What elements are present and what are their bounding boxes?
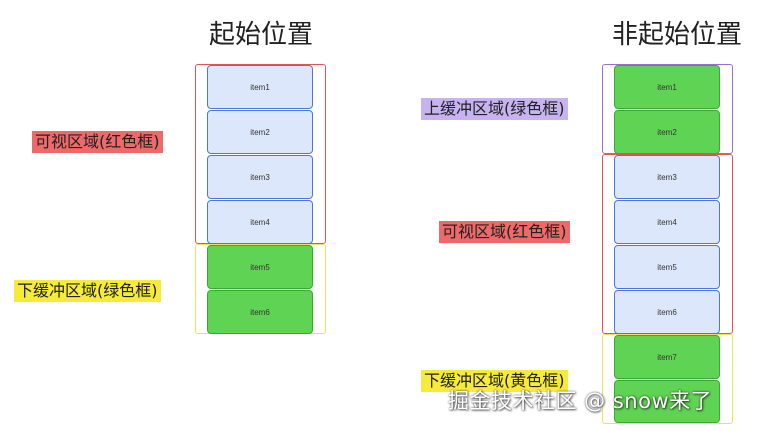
left-item-1: item1: [207, 65, 313, 109]
right-lower-buffer-frame: [602, 334, 733, 424]
right-item-3: item3: [614, 155, 720, 199]
left-item-6: item6: [207, 290, 313, 334]
watermark: 掘金技术社区 @ snow来了: [448, 389, 713, 413]
right-item-1: item1: [614, 65, 720, 109]
right-item-4: item4: [614, 200, 720, 244]
right-lower-buffer-label: 下缓冲区域(黄色框): [421, 370, 568, 392]
right-item-8-partial: [614, 380, 720, 423]
left-item-4: item4: [207, 200, 313, 244]
right-item-6: item6: [614, 290, 720, 334]
left-item-5: item5: [207, 245, 313, 289]
right-item-5: item5: [614, 245, 720, 289]
left-item-3: item3: [207, 155, 313, 199]
left-visible-label: 可视区域(红色框): [32, 131, 163, 153]
right-title: 非起始位置: [611, 20, 743, 50]
left-title: 起始位置: [208, 20, 314, 50]
right-item-2: item2: [614, 110, 720, 154]
right-upper-buffer-label: 上缓冲区域(绿色框): [421, 98, 568, 120]
right-item-7: item7: [614, 335, 720, 379]
right-visible-label: 可视区域(红色框): [439, 221, 570, 243]
left-lower-buffer-label: 下缓冲区域(绿色框): [14, 280, 161, 302]
left-item-2: item2: [207, 110, 313, 154]
